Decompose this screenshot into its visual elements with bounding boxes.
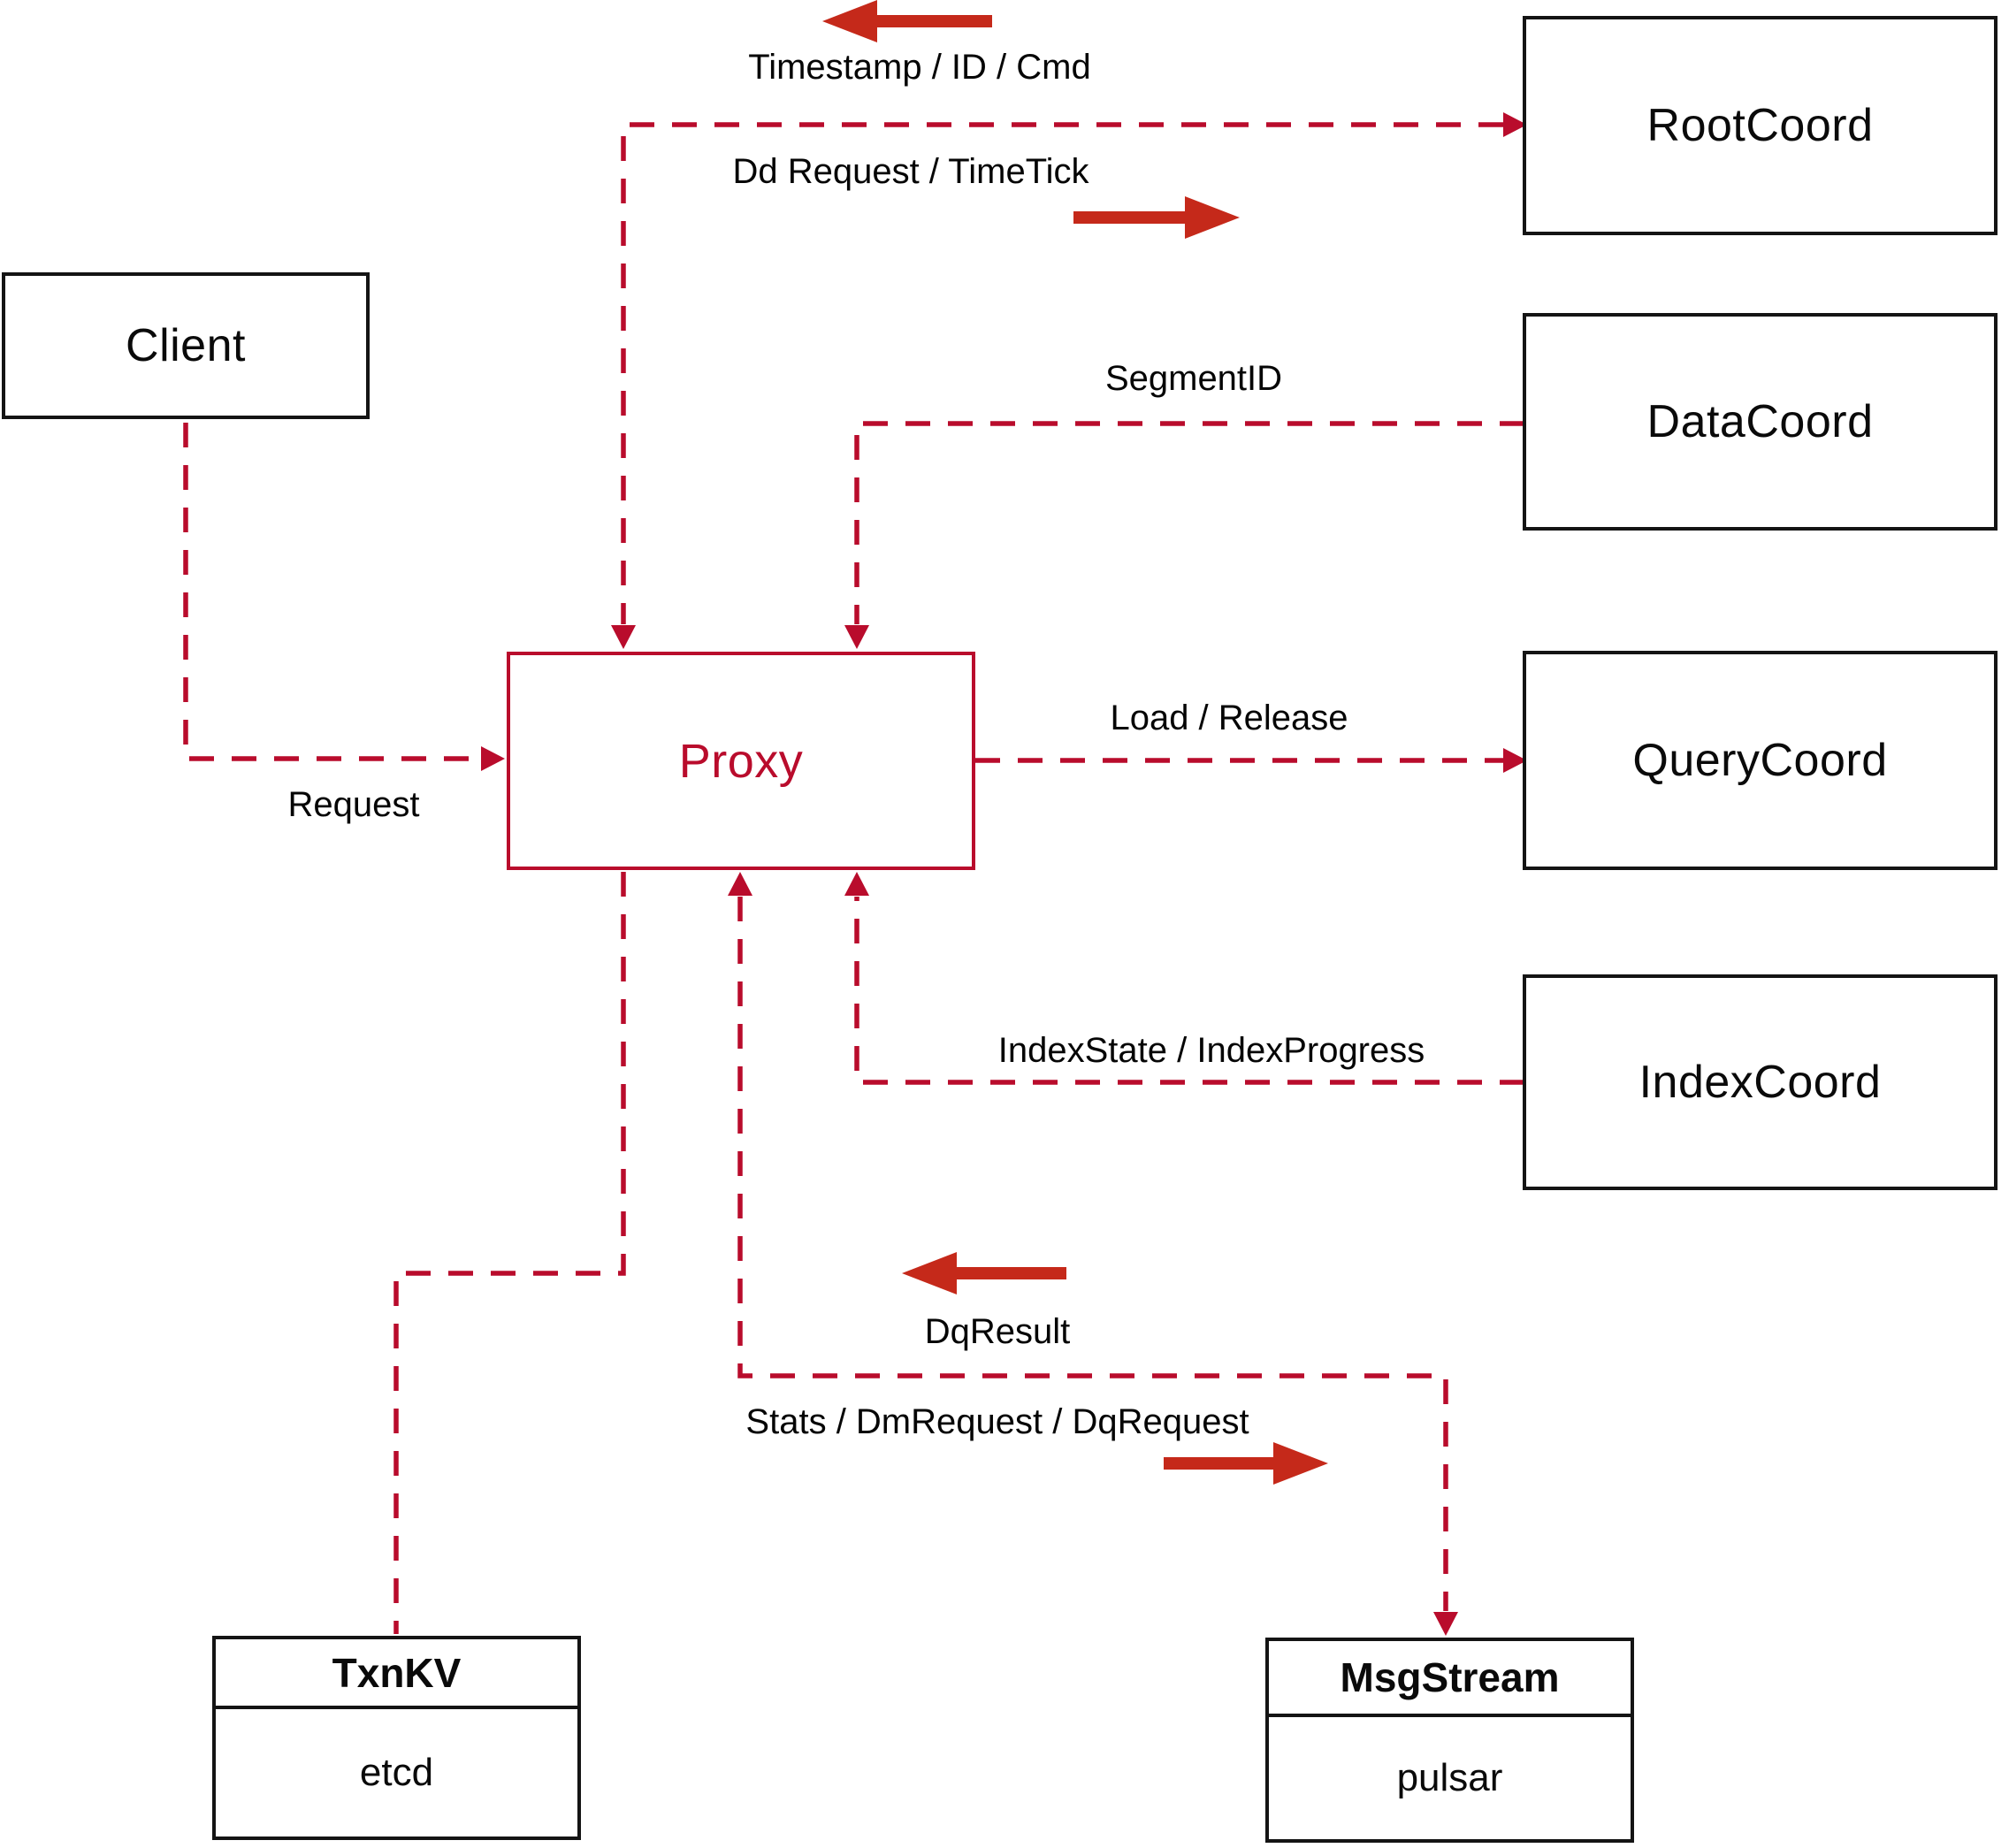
stats-direction-right-arrow-icon — [1164, 1442, 1328, 1485]
node-msgstream: MsgStream pulsar — [1265, 1638, 1634, 1843]
proxy-left-arrowhead — [481, 746, 505, 771]
rootcoord-label: RootCoord — [1646, 100, 1874, 151]
msgstream-impl: pulsar — [1396, 1756, 1503, 1799]
edge-label-dd-request-timetick: Dd Request / TimeTick — [732, 152, 1089, 191]
node-querycoord: QueryCoord — [1523, 651, 1998, 870]
node-proxy: Proxy — [507, 652, 975, 870]
rootcoord-arrowhead — [1503, 112, 1527, 137]
edge-proxy-txnkv — [393, 872, 626, 1634]
proxy-label: Proxy — [678, 734, 804, 788]
proxy-bottom-center-arrowhead — [728, 872, 752, 896]
ddrequest-direction-right-arrow-icon — [1073, 196, 1240, 239]
node-datacoord: DataCoord — [1523, 313, 1998, 531]
querycoord-label: QueryCoord — [1632, 735, 1888, 786]
client-label: Client — [126, 320, 246, 371]
edge-label-timestamp-id-cmd: Timestamp / ID / Cmd — [748, 48, 1091, 87]
datacoord-label: DataCoord — [1646, 396, 1874, 447]
txnkv-title: TxnKV — [216, 1639, 577, 1709]
edge-client-proxy — [183, 423, 481, 761]
proxy-bottom-right-arrowhead — [844, 872, 869, 896]
node-client: Client — [2, 272, 370, 419]
node-txnkv: TxnKV etcd — [212, 1636, 581, 1840]
proxy-top-left-arrowhead — [611, 625, 636, 649]
node-rootcoord: RootCoord — [1523, 16, 1998, 235]
timestamp-direction-left-arrow-icon — [822, 0, 992, 42]
msgstream-arrowhead — [1433, 1612, 1458, 1636]
edge-datacoord-proxy — [854, 421, 1524, 624]
edge-label-stats-dm-dq: Stats / DmRequest / DqRequest — [745, 1402, 1249, 1441]
edge-proxy-rootcoord — [621, 122, 1503, 624]
node-indexcoord: IndexCoord — [1523, 974, 1998, 1190]
edge-proxy-msgstream — [737, 897, 1448, 1611]
edge-label-index-state: IndexState / IndexProgress — [997, 1031, 1425, 1070]
proxy-top-right-arrowhead — [844, 625, 869, 649]
edge-label-dq-result: DqResult — [924, 1312, 1071, 1351]
edge-indexcoord-proxy — [854, 897, 1524, 1085]
msgstream-title: MsgStream — [1269, 1641, 1631, 1717]
edge-label-load-release: Load / Release — [1110, 699, 1348, 737]
edge-label-request: Request — [287, 785, 420, 824]
indexcoord-label: IndexCoord — [1639, 1057, 1882, 1108]
edge-label-segment-id: SegmentID — [1104, 359, 1283, 398]
dqresult-direction-left-arrow-icon — [902, 1252, 1066, 1294]
txnkv-impl: etcd — [359, 1751, 434, 1794]
querycoord-arrowhead — [1503, 748, 1527, 773]
